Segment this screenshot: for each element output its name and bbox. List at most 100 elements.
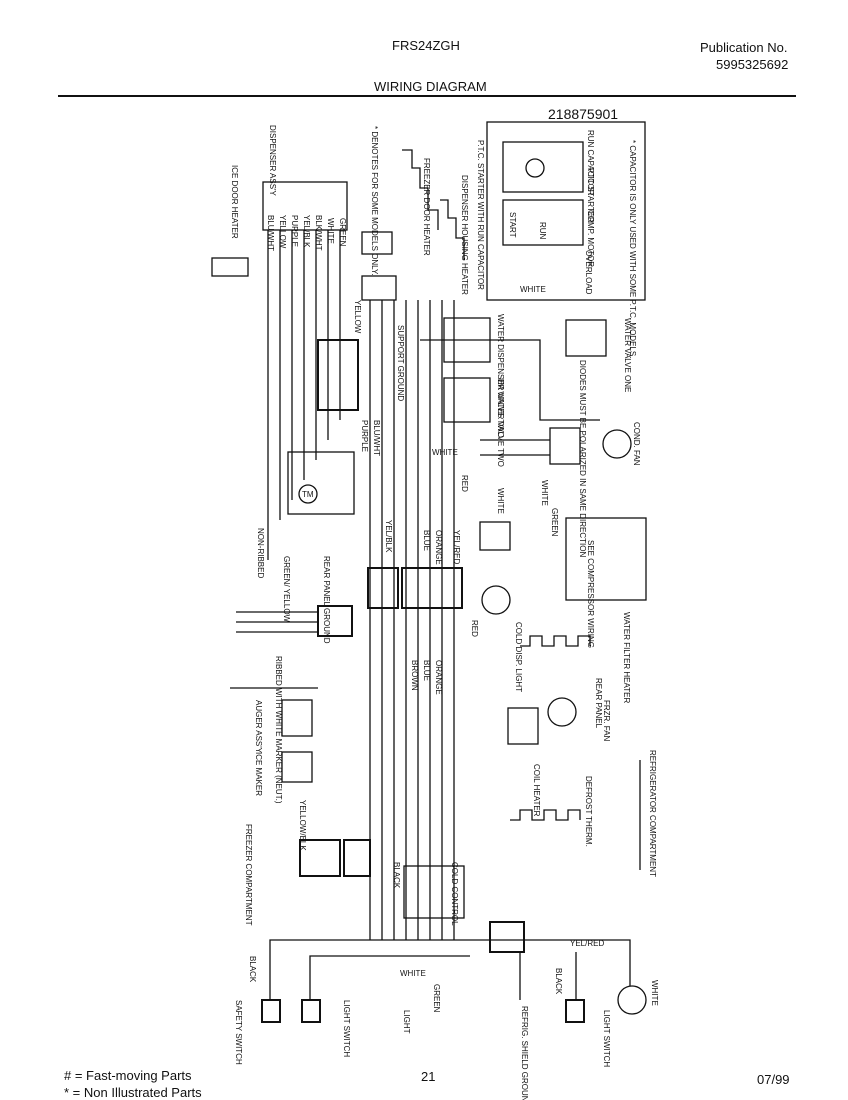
green-yellow-label: GREEN/ YELLOW <box>282 556 291 623</box>
non-ribbed-label: NON-RIBBED <box>256 528 265 578</box>
white-label-light: WHITE <box>650 980 659 1006</box>
wire-label-yelblk: YEL/BLK <box>302 215 311 248</box>
white-label-bottom: WHITE <box>400 969 426 978</box>
dispenser-assy-box <box>262 181 348 231</box>
light-switch-label-right: LIGHT SWITCH <box>602 1010 611 1067</box>
comp-motor-label: COMP. MOTOR <box>586 210 595 267</box>
wire-label-orange-2: ORANGE <box>434 660 443 695</box>
publication-label: Publication No. <box>700 40 788 55</box>
frzr-fan-motor <box>547 697 577 727</box>
water-valve-one <box>565 319 607 357</box>
wire-label-yellow: YELLOW <box>278 215 287 249</box>
refrig-shield-ground-label: REFRIG. SHIELD GROUND <box>520 1006 529 1100</box>
wire-label-brown: BROWN <box>410 660 419 691</box>
capacitor-note: * CAPACITOR IS ONLY USED WITH SOME P.T.C… <box>628 140 637 358</box>
timer-label: TM <box>302 490 314 499</box>
wire-label-bluwht-2: BLU/WHT <box>372 420 381 456</box>
water-disp-valve-label: WATER DISPENSER VALVE TWO <box>496 314 505 438</box>
compressor-wiring-box <box>565 517 647 601</box>
denotes-models-note: * DENOTES FOR SOME MODELS ONLY. <box>370 126 379 276</box>
wire-label-blue: BLUE <box>422 530 431 551</box>
compressor-white-wire: WHITE <box>520 285 546 294</box>
run-label: RUN <box>538 222 547 240</box>
valve-wiring <box>420 339 600 421</box>
wire-label-red: RED <box>460 475 469 492</box>
wire-label-yelblk-2: YEL/BLK <box>384 520 393 553</box>
wire-label-green-2: GREEN <box>550 508 559 537</box>
harness-connector-upper <box>317 339 359 411</box>
safety-switch-label: SAFETY SWITCH <box>234 1000 243 1065</box>
auger-assy <box>281 699 313 737</box>
diagram-part-number: 218875901 <box>548 106 619 122</box>
dispenser-connector-2 <box>361 275 397 301</box>
black-label-bottom: BLACK <box>248 956 257 983</box>
freezer-door-heater-element <box>402 149 439 230</box>
coil-heater-element <box>510 809 581 821</box>
ptc-note: P.T.C. STARTER WITH RUN CAPACITOR <box>476 140 485 290</box>
ptc-element <box>525 158 545 178</box>
dispenser-connector-1 <box>361 231 393 255</box>
ice-maker <box>281 751 313 783</box>
header-rule <box>58 95 796 97</box>
cold-disp-light-connector <box>479 521 511 551</box>
wire-label-white-3: WHITE <box>540 480 549 506</box>
wire-label-orange: ORANGE <box>434 530 443 565</box>
diodes-note: DIODES MUST BE POLARIZED IN SAME DIRECTI… <box>578 360 587 557</box>
light-switch-label-left: LIGHT SWITCH <box>342 1000 351 1057</box>
publication-date: 07/99 <box>757 1072 790 1087</box>
freezer-door-heater-label: FREEZER DOOR HEATER <box>422 158 431 256</box>
refrig-connector <box>489 921 525 953</box>
wire-label-purple: PURPLE <box>290 215 299 247</box>
frzr-fan-connector <box>507 707 539 745</box>
yelred-label-bottom: YEL/RED <box>570 939 604 948</box>
ice-water-valve-label: I/M WATER VALVE TWO <box>496 378 505 467</box>
run-capacitor-label: RUN CAPACITOR <box>586 130 595 196</box>
water-valve-one-label: WATER VALVE ONE <box>623 318 632 392</box>
black-label: BLACK <box>392 862 401 889</box>
auger-assy-label: AUGER ASS'Y <box>254 700 263 754</box>
bottom-wiring <box>269 939 631 1000</box>
ice-door-heater-label: ICE DOOR HEATER <box>230 165 239 239</box>
see-compressor-label: SEE COMPRESSOR WIRING <box>586 540 595 648</box>
wire-label-yellow-2: YELLOW <box>353 300 362 334</box>
wire-label-blue-2: BLUE <box>422 660 431 681</box>
model-number: FRS24ZGH <box>392 38 460 53</box>
white-label-cond: WHITE <box>432 448 458 457</box>
cold-disp-light <box>481 585 511 615</box>
wire-label-blkwht: BLK/WHT <box>314 215 323 251</box>
wire-label-bluwht: BLU/WHT <box>266 215 275 251</box>
ribbed-marker-label: RIBBED WITH WHITE MARKER (NEUT.) <box>274 656 283 804</box>
timer-motor <box>298 484 318 504</box>
main-harness <box>369 300 455 940</box>
freezer-connector-2 <box>343 839 371 877</box>
main-connectors <box>367 567 463 609</box>
light-switch-left <box>301 999 321 1023</box>
cold-disp-light-label: COLD DISP. LIGHT <box>514 622 523 692</box>
dispenser-housing-heater-element <box>440 199 465 260</box>
wire-label-purple-2: PURPLE <box>360 420 369 452</box>
power-cord <box>236 611 318 633</box>
cold-control-label: COLD CONTROL <box>450 862 459 926</box>
support-ground-label: SUPPORT GROUND <box>396 325 405 401</box>
refrigerator-compartment-label: REFRIGERATOR COMPARTMENT <box>648 750 657 877</box>
wire-label-red-2: RED <box>470 620 479 637</box>
frzr-fan-label: FRZR. FAN <box>602 700 611 742</box>
light-switch-right <box>565 999 585 1023</box>
ptc-starter-label: PTC STARTER <box>586 168 595 223</box>
rear-panel-ground-label: REAR PANEL GROUND <box>322 556 331 644</box>
cold-control-box <box>403 865 465 919</box>
dispenser-assy-label: DISPENSER ASS'Y <box>268 125 277 197</box>
cond-fan-motor <box>602 429 632 459</box>
coil-heater-label: COIL HEATER <box>532 764 541 817</box>
black-label-right: BLACK <box>554 968 563 995</box>
overload-label: OVERLOAD <box>584 250 593 295</box>
safety-switch <box>261 999 281 1023</box>
page-number: 21 <box>421 1069 436 1084</box>
wire-label-white: WHITE <box>326 218 335 244</box>
cond-fan-connector <box>549 427 581 465</box>
water-filter-heater-label: WATER FILTER HEATER <box>622 612 631 703</box>
legend-non-illustrated: * = Non Illustrated Parts <box>64 1085 202 1099</box>
wire-label-yelred: YEL/RED <box>452 530 461 564</box>
ice-water-valve-two <box>443 377 491 423</box>
